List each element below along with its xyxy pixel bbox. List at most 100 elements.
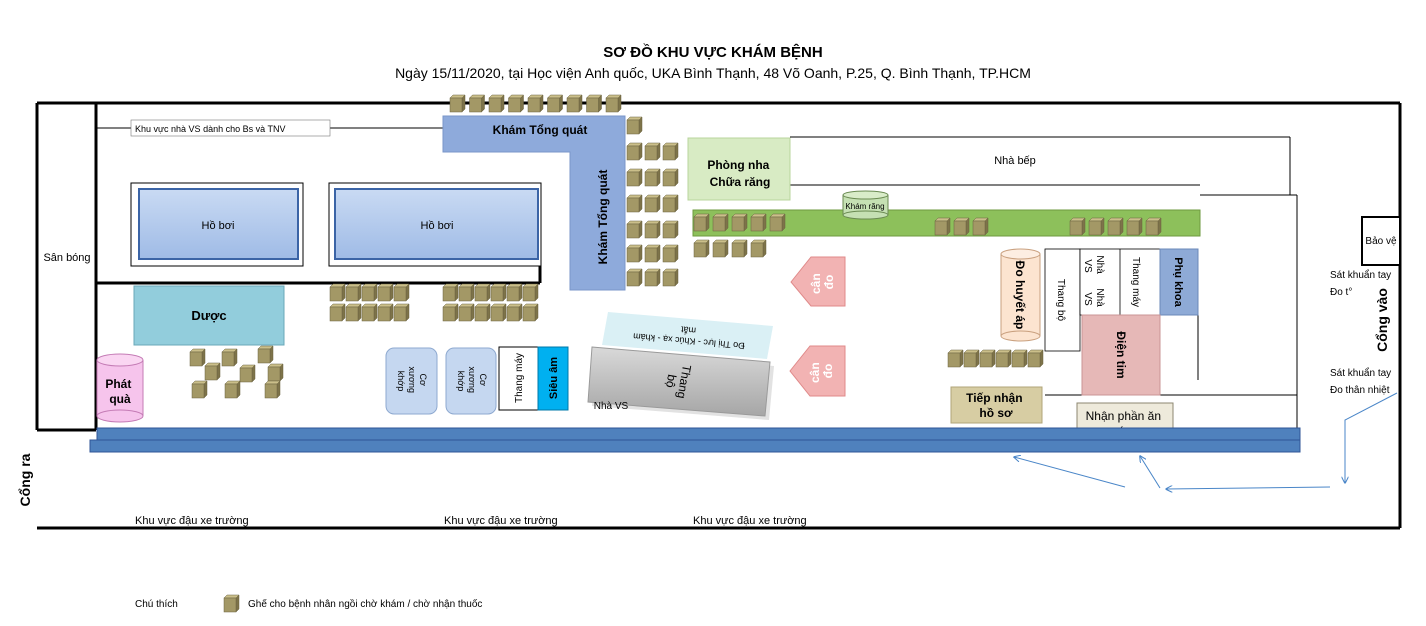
gynecology-label: Phụ khoa bbox=[1172, 257, 1184, 307]
flow-arrows bbox=[1014, 392, 1398, 489]
ultrasound-label: Siêu âm bbox=[548, 357, 560, 399]
chair-icon bbox=[442, 303, 459, 322]
chair-icon bbox=[507, 94, 525, 113]
parking-label-3: Khu vực đậu xe trường bbox=[693, 515, 807, 527]
exit-gate-label: Cổng ra bbox=[17, 453, 33, 506]
pool-1: Hồ bơi bbox=[130, 182, 304, 267]
staff-restroom-label: Khu vực nhà VS dành cho Bs và TNV bbox=[135, 124, 285, 134]
chair-icon bbox=[239, 364, 256, 383]
parking-label-2: Khu vực đậu xe trường bbox=[444, 515, 558, 527]
chair-icon bbox=[522, 283, 539, 302]
chair-icon bbox=[1126, 217, 1143, 236]
svg-text:cân đo: cân đo bbox=[809, 270, 836, 294]
chair-icon bbox=[224, 380, 241, 399]
chair-icon bbox=[393, 283, 410, 302]
chair-icon bbox=[662, 168, 679, 187]
dental-room-label-2: Chữa răng bbox=[710, 175, 771, 189]
general-checkup-label-v: Khám Tổng quát bbox=[596, 170, 610, 265]
chair-icon bbox=[264, 380, 281, 399]
chair-icon bbox=[458, 283, 475, 302]
orthopedic-room-2: Cơ xương khớp bbox=[445, 347, 497, 415]
chair-icon bbox=[522, 303, 539, 322]
chair-icon bbox=[506, 283, 523, 302]
weight-height-label-1b: đo bbox=[822, 275, 836, 290]
chair-icon bbox=[377, 283, 394, 302]
chair-icon bbox=[345, 303, 362, 322]
chair-icon bbox=[769, 213, 786, 232]
ecg-room: Điện tim bbox=[1081, 314, 1161, 396]
chair-icon bbox=[626, 168, 643, 187]
svg-text:Phát quà: Phát quà bbox=[105, 377, 134, 406]
chair-icon bbox=[361, 283, 378, 302]
chair-icon bbox=[750, 213, 767, 232]
elevator-left-label: Thang máy bbox=[514, 353, 525, 403]
chair-icon bbox=[474, 283, 491, 302]
ortho-1-label-2: xương bbox=[407, 367, 417, 393]
chair-icon bbox=[468, 94, 486, 113]
chair-icon bbox=[257, 345, 274, 364]
chair-icon bbox=[644, 194, 661, 213]
dental-room: Phòng nha Chữa răng bbox=[687, 137, 791, 201]
chair-icon bbox=[662, 220, 679, 239]
dental-exam-station: Khám răng bbox=[842, 190, 889, 220]
legend-chair-icon bbox=[223, 594, 240, 613]
staircase-right: Thang bộ bbox=[1044, 248, 1081, 352]
weight-height-label-1a: cân bbox=[809, 273, 823, 294]
chair-icon bbox=[662, 142, 679, 161]
chair-icon bbox=[662, 194, 679, 213]
chair-icon bbox=[644, 142, 661, 161]
restroom-right-1-label-1: Nhà bbox=[1094, 255, 1105, 274]
chair-icon bbox=[585, 94, 603, 113]
reception-desk: Tiếp nhận hồ sơ bbox=[950, 386, 1043, 424]
weight-height-station-2: cân đo bbox=[789, 345, 846, 397]
ortho-1-label-3: khớp bbox=[396, 371, 406, 391]
chair-icon bbox=[442, 283, 459, 302]
chair-icon bbox=[972, 217, 989, 236]
ecg-label: Điện tim bbox=[1114, 331, 1128, 378]
chair-icon bbox=[377, 303, 394, 322]
svg-text:Cơ xương khớp: Cơ xương khớp bbox=[396, 367, 428, 396]
chair-icon bbox=[1107, 217, 1124, 236]
security-label: Bảo vệ bbox=[1365, 236, 1397, 247]
staircase-center-label-2: bộ bbox=[663, 373, 679, 389]
chair-icon bbox=[963, 349, 980, 368]
chair-icon bbox=[329, 283, 346, 302]
sanitize-1-label-2: Đo t° bbox=[1330, 287, 1352, 298]
blood-pressure-station: Đo huyết áp bbox=[1000, 248, 1041, 342]
chair-icon bbox=[204, 362, 221, 381]
gynecology-room: Phụ khoa bbox=[1159, 248, 1199, 316]
chair-icon bbox=[1027, 349, 1044, 368]
restroom-right-2-label-2: VS bbox=[1082, 292, 1093, 306]
legend: Chú thích Ghế cho bệnh nhân ngồi chờ khá… bbox=[135, 594, 482, 613]
chair-icon bbox=[566, 94, 583, 113]
chair-icon bbox=[488, 94, 505, 113]
legend-title: Chú thích bbox=[135, 599, 178, 610]
svg-text:Cơ xương khớp: Cơ xương khớp bbox=[456, 367, 488, 396]
svg-text:Thang bộ: Thang bộ bbox=[661, 362, 694, 403]
chair-icon bbox=[1145, 217, 1162, 236]
ultrasound-room: Siêu âm bbox=[537, 346, 569, 411]
chair-icon bbox=[626, 268, 643, 287]
chair-icon bbox=[731, 213, 748, 232]
pool-2: Hồ bơi bbox=[328, 182, 542, 267]
chair-icon bbox=[995, 349, 1012, 368]
gift-label-2: quà bbox=[109, 392, 131, 406]
entrance-gate-label: Cổng vào bbox=[1374, 288, 1390, 352]
breakfast-label-1: Nhận phần ăn bbox=[1086, 409, 1161, 423]
chair-icon bbox=[644, 244, 661, 263]
chair-icon bbox=[626, 116, 643, 135]
sanitize-2-label-1: Sát khuẩn tay bbox=[1330, 367, 1391, 379]
dental-exam-label: Khám răng bbox=[845, 202, 884, 211]
blood-pressure-label: Đo huyết áp bbox=[1013, 261, 1027, 330]
chair-icon bbox=[361, 303, 378, 322]
chair-icon bbox=[393, 303, 410, 322]
reception-label-1: Tiếp nhận bbox=[966, 391, 1022, 405]
chair-icon bbox=[490, 303, 507, 322]
chair-icon bbox=[947, 349, 964, 368]
svg-text:Tiếp nhận hồ sơ: Tiếp nhận hồ sơ bbox=[966, 391, 1026, 420]
parking-label-1: Khu vực đậu xe trường bbox=[135, 515, 249, 527]
chair-icon bbox=[1011, 349, 1028, 368]
chair-icon bbox=[345, 283, 362, 302]
chair-icon bbox=[1069, 217, 1086, 236]
